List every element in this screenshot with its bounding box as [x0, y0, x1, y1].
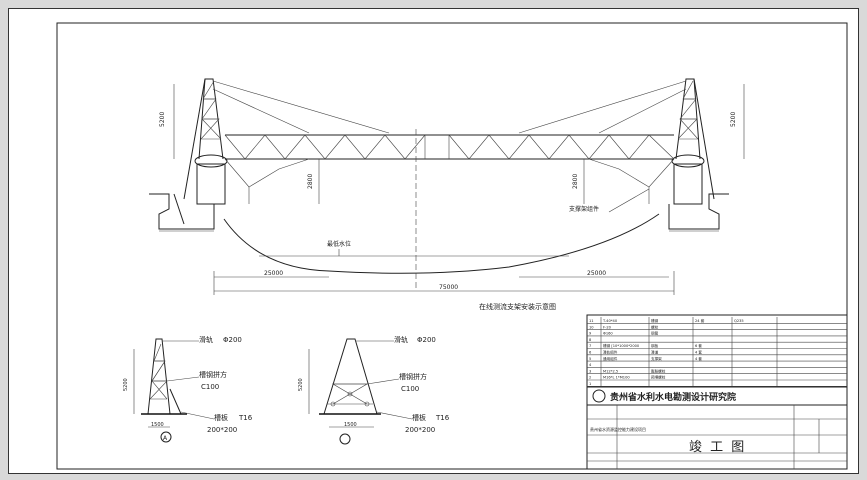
detail-a-truss: 槽钢拼方: [199, 370, 227, 379]
detail-a-height: 5200: [123, 378, 129, 391]
bom-cell: 支撑架: [651, 356, 662, 361]
dim-span-total: 75000: [439, 284, 458, 291]
detail-a: 5200 1500 A 滑轨 Φ200 槽钢拼方 C100 槽板 T16 200…: [123, 335, 253, 443]
right-cable: [518, 80, 687, 134]
label-support: 支撑架组件: [569, 205, 599, 213]
project-name: 贵州省水资源监控能力建设项目: [590, 426, 646, 432]
detail-a-rail-size: Φ200: [223, 336, 242, 344]
bom-cell: 6 套: [695, 343, 702, 348]
bom-cell: 膨胀螺栓: [651, 368, 666, 373]
left-cable: [212, 80, 390, 134]
detail-b: 5200 1500 滑轨 Φ200 槽钢拼方 C100 槽板 T16 200*2…: [298, 335, 450, 445]
right-pier: [673, 163, 703, 205]
bom-cell: 4: [589, 363, 592, 367]
bom-cell: 3: [589, 369, 591, 373]
bom-cell: 钢管: [651, 331, 659, 336]
left-hatch: [173, 193, 185, 225]
bom-cell: T-40*40: [602, 319, 618, 323]
bom-cell: 24 套: [695, 318, 705, 323]
bom-cell: 钢板: [651, 343, 659, 348]
right-bank: [668, 193, 729, 230]
detail-b-marker: [339, 433, 351, 445]
dim-tower-right: 5200: [730, 112, 737, 127]
detail-b-truss: 槽钢拼方: [399, 372, 427, 381]
dim-span-right: 25000: [587, 270, 606, 277]
detail-a-plate: 200*200: [207, 426, 237, 434]
institute-logo: [592, 389, 606, 403]
river-bed: [223, 213, 660, 274]
detail-b-rail-size: Φ200: [417, 336, 436, 344]
bom-cell: 4 套: [695, 350, 702, 355]
detail-b-base: 槽板: [412, 413, 426, 422]
detail-a-base: 槽板: [214, 413, 228, 422]
bom-cell: 槽钢: [651, 318, 659, 323]
bom-cell: F-20: [603, 325, 612, 329]
drawing-canvas: 5200 5200 2800 2800 25000 25000 75000 最低…: [56, 22, 848, 470]
bom-cell: 2: [589, 376, 591, 380]
detail-b-rail: 滑轨: [394, 335, 408, 344]
detail-a-truss-size: C100: [201, 383, 219, 391]
left-bank: [149, 193, 215, 230]
bom-cell: 8: [589, 338, 592, 342]
detail-a-marker: [160, 431, 172, 443]
bom-cell: 预埋螺栓: [651, 375, 666, 380]
dim-depth-right: 2800: [572, 174, 579, 189]
bom-cell: M12*2.5: [603, 369, 618, 373]
bom-cell: M16*L 1*M100: [603, 376, 630, 380]
bom-cell: 11: [589, 319, 594, 323]
bom-cell: 9: [589, 332, 592, 336]
bom-cell: 10: [589, 325, 594, 329]
detail-b-truss-size: C100: [401, 385, 419, 393]
detail-b-height: 5200: [298, 378, 304, 391]
bom-cell: 4 套: [695, 356, 702, 361]
detail-b-plate: 200*200: [405, 426, 435, 434]
left-pier: [196, 163, 226, 205]
bom-cell: 1: [589, 382, 591, 386]
bom-cell: Q235: [734, 319, 744, 323]
bom-cell: 5: [589, 357, 591, 361]
institute-name: 贵州省水利水电勘测设计研究院: [610, 391, 736, 403]
bom-cell: 通用组件: [603, 356, 618, 361]
right-tower: [675, 78, 715, 200]
bom-cell: 滑轨组件: [603, 350, 618, 355]
detail-a-base-size: T16: [238, 414, 253, 422]
label-water-level: 最低水位: [327, 240, 351, 248]
detail-a-rail: 滑轨: [199, 335, 213, 344]
bom-cell: 槽钢 [10*1000*2000: [603, 343, 640, 348]
dim-depth-left: 2800: [307, 174, 314, 189]
elevation-view: 5200 5200 2800 2800 25000 25000 75000 最低…: [149, 78, 745, 311]
dim-span-left: 25000: [264, 270, 283, 277]
detail-a-width: 1500: [151, 422, 164, 428]
dim-tower-left: 5200: [159, 112, 166, 127]
bom-cell: Φ160: [603, 332, 613, 336]
detail-a-mark: A: [163, 435, 168, 442]
bom-cell: 螺栓: [651, 324, 659, 329]
detail-b-base-size: T16: [435, 414, 450, 422]
bom-cell: 6: [589, 351, 592, 355]
bom-cell: 7: [589, 344, 591, 348]
bom-cell: 滑道: [651, 350, 659, 355]
drawing-name: 竣 工 图: [689, 440, 746, 455]
main-title: 在线测流支架安装示意图: [479, 302, 556, 311]
bridge-truss: [224, 134, 675, 204]
detail-b-width: 1500: [344, 422, 357, 428]
left-tower: [183, 78, 224, 200]
drawing-sheet: 5200 5200 2800 2800 25000 25000 75000 最低…: [8, 8, 859, 474]
inner-frame: [56, 22, 848, 470]
